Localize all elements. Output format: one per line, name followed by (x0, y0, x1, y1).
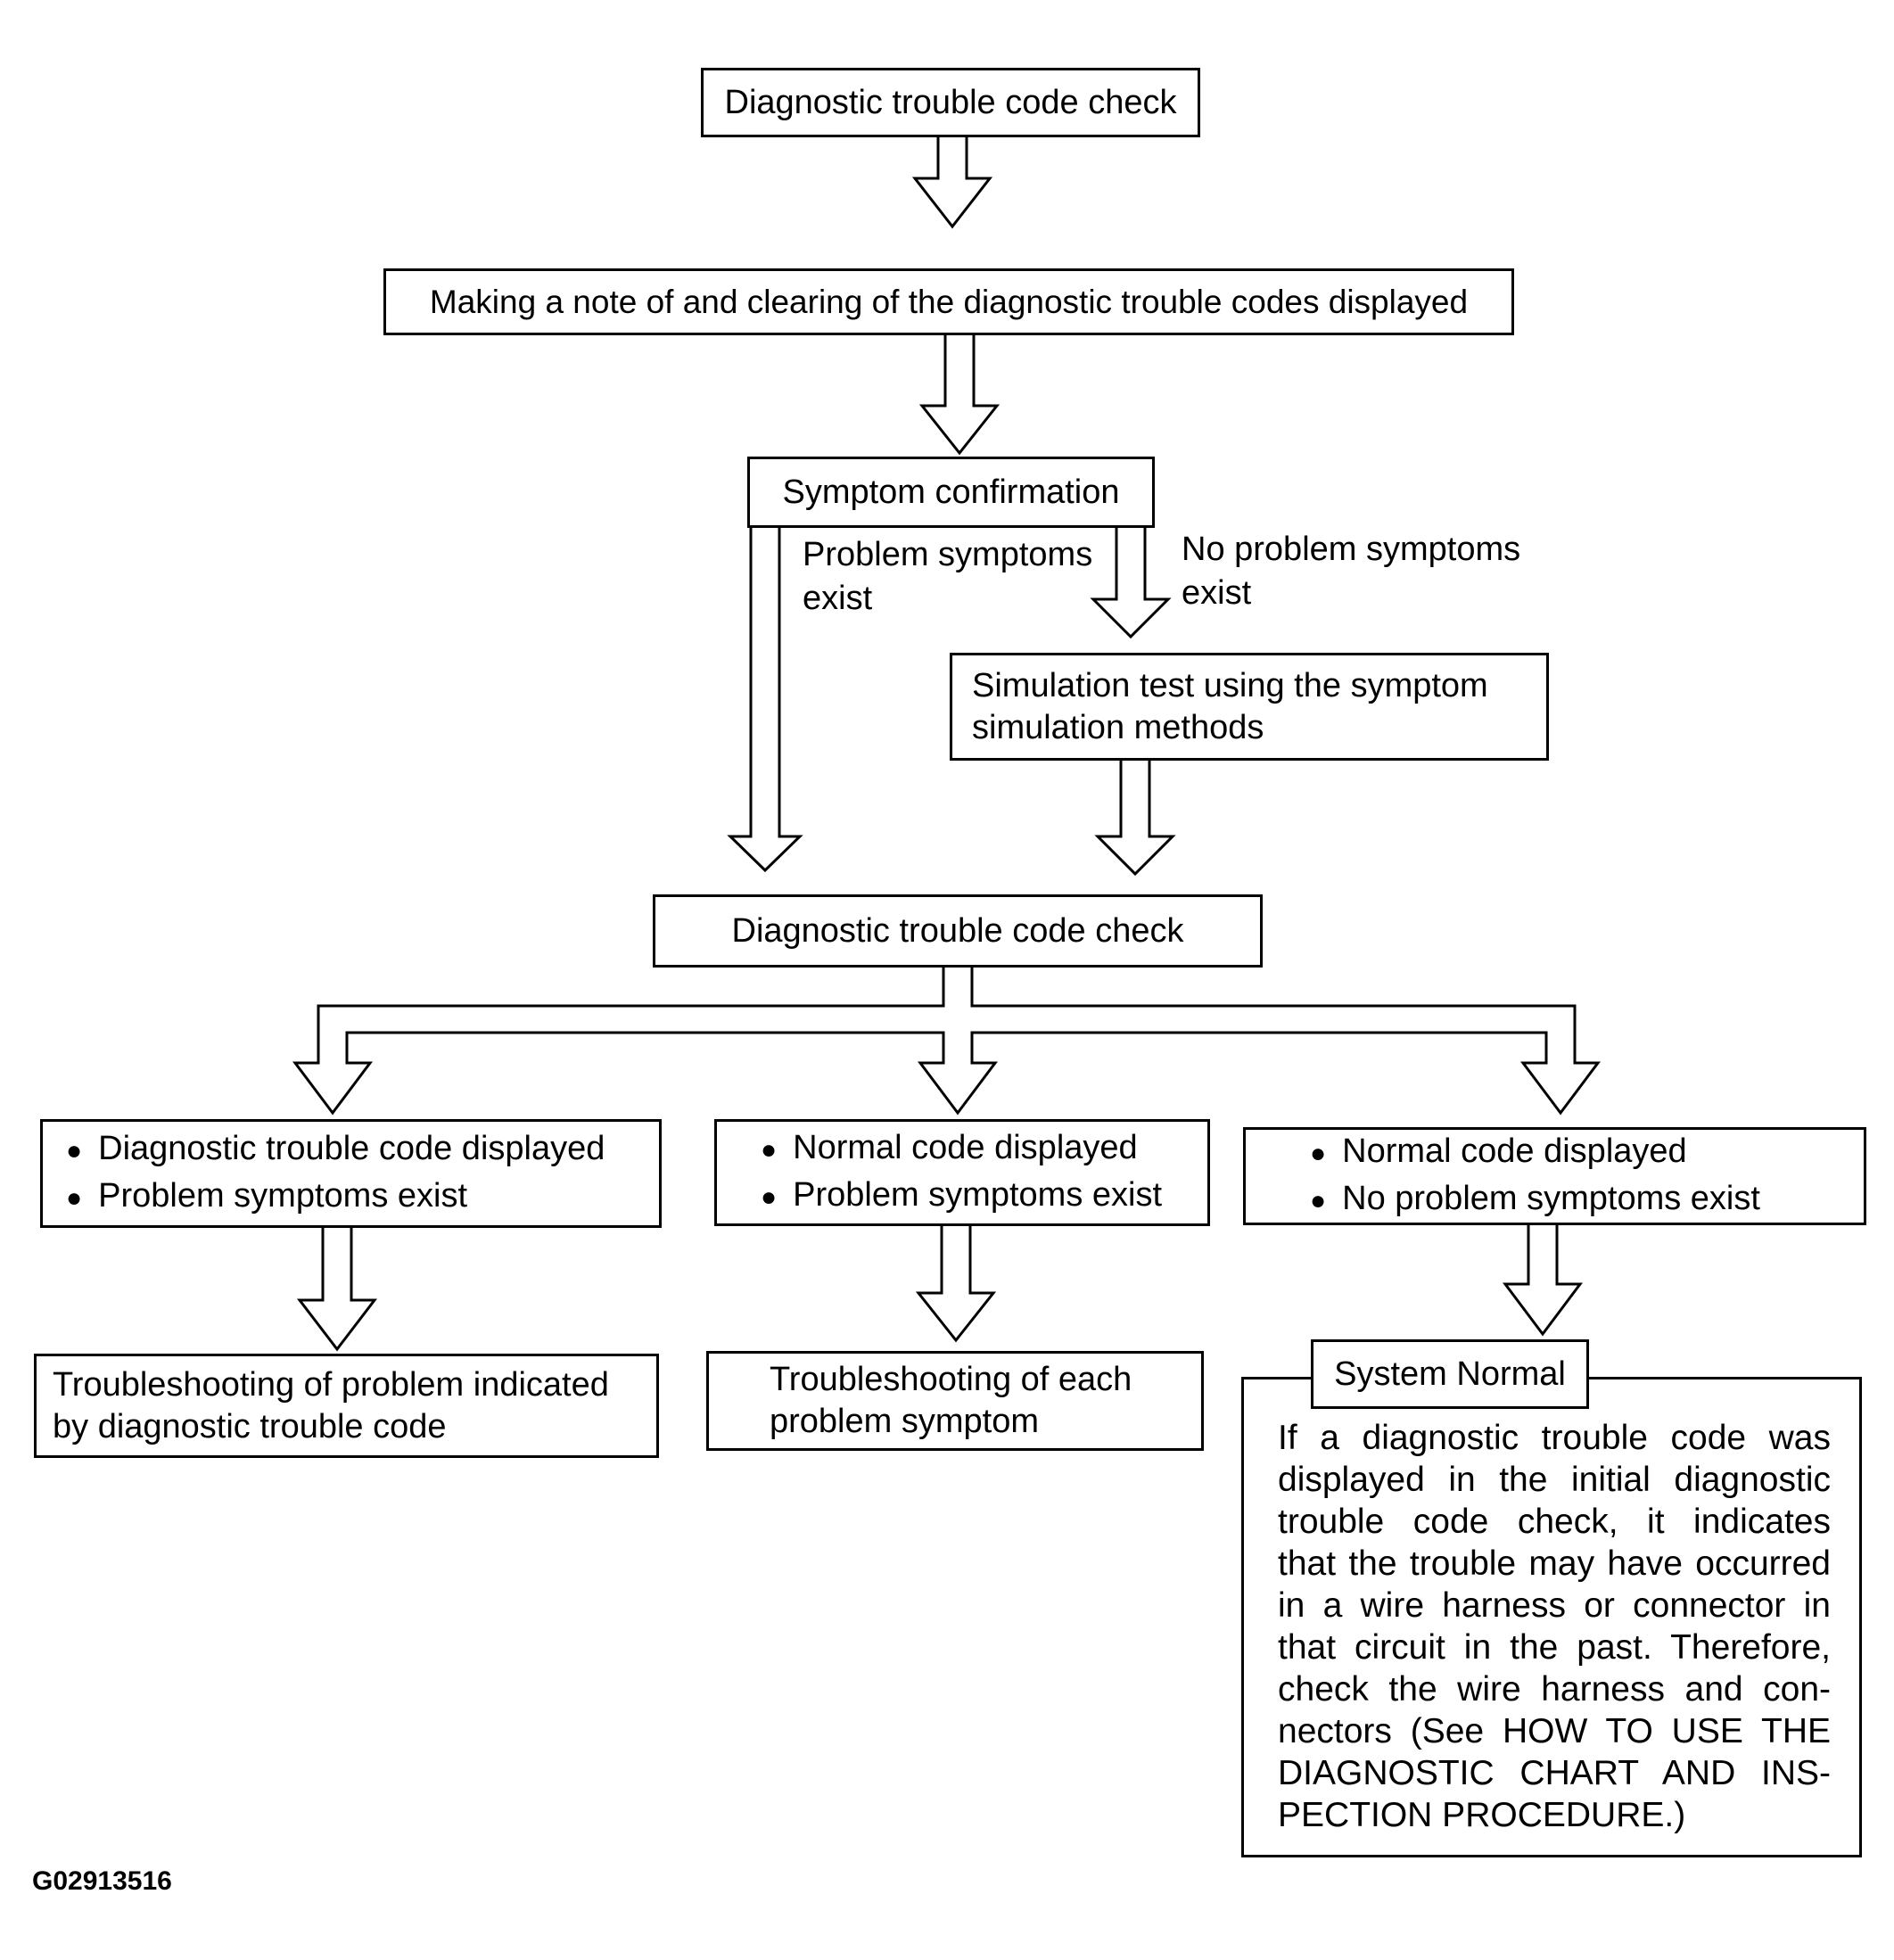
node-label-line: by diagnostic trouble code (53, 1407, 447, 1445)
edge-label-line: Problem symptoms (803, 536, 1093, 573)
figure-code: G02913516 (32, 1866, 172, 1896)
edge-label-line: exist (1182, 574, 1252, 612)
note-line: nectors (See HOW TO USE THE (1278, 1712, 1831, 1750)
node-making-note-and-clearing: Making a note of and clearing of the dia… (383, 268, 1514, 335)
note-line: DIAGNOSTIC CHART AND INS- (1278, 1754, 1831, 1792)
note-line: that circuit in the past. Therefore, (1278, 1628, 1831, 1667)
bullet-icon: ● (1310, 1139, 1327, 1168)
node-label: System Normal (1334, 1355, 1566, 1393)
note-line: check the wire harness and con- (1278, 1670, 1831, 1709)
bullet-text: No problem symptoms exist (1342, 1180, 1760, 1217)
arrow-down-icon (915, 1222, 997, 1343)
bullet-icon: ● (1310, 1186, 1327, 1215)
node-label: Making a note of and clearing of the dia… (429, 283, 1469, 320)
bullet-item: ● Normal code displayed (761, 1125, 1207, 1173)
node-label: Symptom confirmation (782, 474, 1120, 511)
node-diagnostic-trouble-code-check-second: Diagnostic trouble code check (653, 894, 1263, 968)
node-label-line: Simulation test using the symptom (972, 666, 1488, 704)
bullet-icon: ● (66, 1136, 83, 1165)
three-way-branch-connector (292, 961, 1601, 1116)
node-label-line: Troubleshooting of problem indicated (53, 1365, 609, 1404)
bullet-icon: ● (66, 1183, 83, 1213)
note-line: If a diagnostic trouble code was (1278, 1419, 1831, 1457)
bullet-icon: ● (761, 1135, 778, 1165)
node-simulation-test: Simulation test using the symptom simula… (950, 653, 1549, 761)
note-line: in a wire harness or connector in (1278, 1586, 1831, 1625)
node-troubleshooting-each-symptom: Troubleshooting of each problem symptom (706, 1351, 1204, 1451)
node-outcome-normal-code-no-symptoms: ● Normal code displayed ● No problem sym… (1243, 1127, 1866, 1225)
bullet-text: Problem symptoms exist (793, 1176, 1163, 1214)
bullet-icon: ● (761, 1182, 778, 1212)
node-troubleshooting-by-dtc: Troubleshooting of problem indicated by … (34, 1354, 659, 1458)
note-line: trouble code check, it indicates (1278, 1503, 1831, 1541)
bullet-text: Normal code displayed (1342, 1132, 1687, 1170)
edge-label-problem-symptoms-exist: Problem symptoms exist (803, 533, 1092, 621)
bullet-text: Normal code displayed (793, 1129, 1138, 1166)
node-outcome-code-displayed-symptoms-exist: ● Diagnostic trouble code displayed ● Pr… (40, 1119, 662, 1228)
edge-label-line: exist (803, 580, 873, 617)
system-normal-note-text: If a diagnostic trouble code was displaye… (1278, 1417, 1831, 1836)
node-label: Diagnostic trouble code check (731, 912, 1184, 950)
edge-label-no-problem-symptoms-exist: No problem symptoms exist (1182, 528, 1520, 615)
bullet-item: ● No problem symptoms exist (1310, 1176, 1864, 1223)
node-label: Diagnostic trouble code check (724, 84, 1177, 121)
bullet-item: ● Diagnostic trouble code displayed (66, 1126, 659, 1174)
arrow-down-icon (911, 132, 993, 229)
arrow-down-icon (1094, 757, 1176, 877)
node-outcome-normal-code-symptoms-exist: ● Normal code displayed ● Problem sympto… (714, 1119, 1210, 1226)
arrow-down-icon (918, 331, 1001, 456)
arrow-down-icon (1090, 524, 1172, 639)
bullet-item: ● Normal code displayed (1310, 1129, 1864, 1176)
node-label-line: problem symptom (770, 1403, 1039, 1440)
node-system-normal: System Normal (1311, 1339, 1589, 1409)
node-system-normal-note: If a diagnostic trouble code was displaye… (1241, 1377, 1862, 1857)
node-label-line: Troubleshooting of each (770, 1361, 1132, 1398)
bullet-item: ● Problem symptoms exist (761, 1173, 1207, 1220)
arrow-down-icon (296, 1223, 378, 1352)
bullet-text: Problem symptoms exist (98, 1177, 468, 1215)
node-symptom-confirmation: Symptom confirmation (747, 457, 1155, 528)
node-diagnostic-trouble-code-check-initial: Diagnostic trouble code check (701, 68, 1200, 137)
note-line: PECTION PROCEDURE.) (1278, 1796, 1686, 1834)
note-line: displayed in the initial diagnostic (1278, 1461, 1831, 1499)
arrow-down-icon (1503, 1221, 1583, 1337)
note-line: that the trouble may have occurred (1278, 1544, 1831, 1583)
arrow-down-icon (727, 524, 803, 873)
bullet-item: ● Problem symptoms exist (66, 1174, 659, 1221)
node-label-line: simulation methods (972, 708, 1264, 746)
edge-label-line: No problem symptoms (1182, 531, 1521, 568)
bullet-text: Diagnostic trouble code displayed (98, 1130, 605, 1167)
